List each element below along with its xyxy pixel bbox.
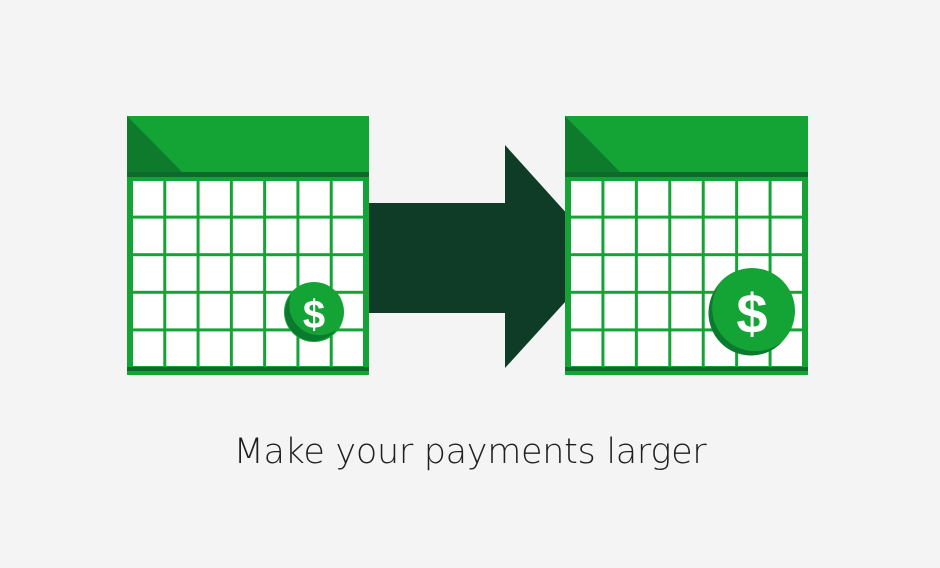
calendar-cell [671, 331, 702, 366]
calendar-cell [266, 331, 297, 366]
calendar-cell [671, 218, 702, 254]
calendar-cell [133, 181, 164, 216]
calendar-cell [738, 218, 769, 254]
calendar-cell [266, 256, 297, 291]
calendar-cell [133, 331, 164, 366]
calendar-cell [232, 218, 264, 254]
calendar-cell [704, 181, 736, 216]
calendar-cell [637, 218, 669, 254]
dollar-coin-icon-large: $ [708, 268, 795, 356]
calendar-icon-right: $ [565, 116, 808, 375]
calendar-cell [199, 181, 230, 216]
calendar-cell [671, 293, 702, 329]
coin-symbol-large: $ [736, 282, 767, 345]
calendar-cell [332, 218, 363, 254]
calendar-cell [166, 256, 197, 291]
calendar-cell [332, 181, 363, 216]
calendar-cell [571, 181, 602, 216]
calendar-cell [604, 218, 635, 254]
calendar-cell [232, 293, 264, 329]
calendar-cell [671, 181, 702, 216]
calendar-cell [571, 331, 602, 366]
calendar-icon-left: $ [127, 116, 369, 375]
calendar-cell [604, 256, 635, 291]
calendar-cell [166, 293, 197, 329]
calendar-cell [266, 218, 297, 254]
calendar-cell [604, 181, 635, 216]
calendar-cell [571, 256, 602, 291]
calendar-cell [199, 256, 230, 291]
calendar-cell [637, 181, 669, 216]
calendar-cell [133, 218, 164, 254]
calendar-cell [299, 181, 330, 216]
calendar-cell [637, 256, 669, 291]
calendar-cell [133, 293, 164, 329]
calendar-cell [771, 181, 802, 216]
caption: Make your payments larger [233, 432, 707, 472]
dollar-coin-icon-small: $ [284, 282, 344, 342]
calendar-cell [571, 218, 602, 254]
calendar-cell [604, 293, 635, 329]
calendar-cell [604, 331, 635, 366]
calendar-cell [637, 331, 669, 366]
calendar-cell [199, 218, 230, 254]
calendar-cell [704, 218, 736, 254]
calendar-cell [232, 256, 264, 291]
calendar-cell [771, 218, 802, 254]
calendar-cell [738, 181, 769, 216]
calendar-cell [199, 331, 230, 366]
calendar-cell [232, 331, 264, 366]
calendar-cell [332, 331, 363, 366]
illustration: $ $ [127, 116, 808, 375]
calendar-cell [232, 181, 264, 216]
arrow-right-icon [369, 145, 606, 368]
calendar-cell [199, 293, 230, 329]
calendar-cell [332, 256, 363, 291]
calendar-cell [266, 181, 297, 216]
coin-symbol-small: $ [303, 293, 325, 337]
calendar-cell [166, 218, 197, 254]
calendar-cell [571, 293, 602, 329]
calendar-cell [133, 256, 164, 291]
calendar-cell [671, 256, 702, 291]
calendar-cell [637, 293, 669, 329]
calendar-cell [166, 331, 197, 366]
calendar-cell [299, 218, 330, 254]
calendar-cell [166, 181, 197, 216]
